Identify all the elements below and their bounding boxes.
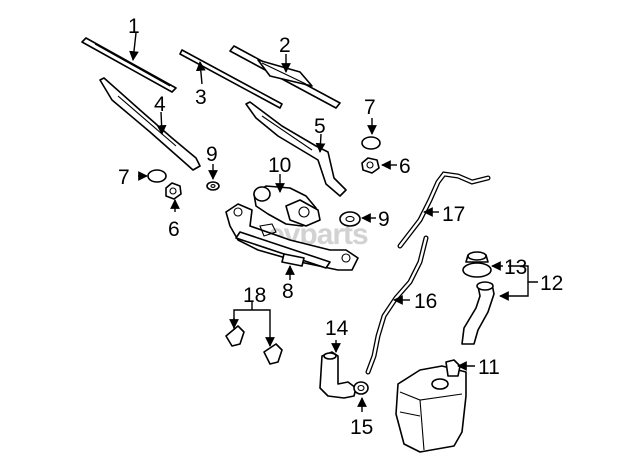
callout-10: 10 <box>268 154 291 177</box>
filler-cap[interactable] <box>462 251 492 278</box>
callout-2: 2 <box>279 34 291 57</box>
callout-13: 13 <box>504 256 527 279</box>
nut-left[interactable] <box>165 182 182 200</box>
callout-7-right: 7 <box>364 96 376 119</box>
filler-neck[interactable] <box>461 281 495 345</box>
callout-9-left: 9 <box>206 143 218 166</box>
callout-7-left: 7 <box>118 166 130 189</box>
callout-11: 11 <box>478 356 500 379</box>
callout-18: 18 <box>243 284 266 307</box>
callout-17: 17 <box>442 203 465 226</box>
washer-hose-long[interactable] <box>365 235 429 375</box>
callout-6-right: 6 <box>399 155 411 178</box>
callout-16: 16 <box>414 290 437 313</box>
callout-14: 14 <box>325 317 349 340</box>
washer-reservoir[interactable] <box>395 359 467 453</box>
callout-4: 4 <box>154 93 166 116</box>
washer-pump[interactable] <box>319 351 357 399</box>
wiper-linkage[interactable] <box>225 203 359 271</box>
callout-8: 8 <box>282 280 294 303</box>
wiper-blade-left[interactable] <box>81 37 177 93</box>
wiper-arm-left[interactable] <box>99 77 201 171</box>
washer-hose-upper[interactable] <box>397 171 491 249</box>
arm-cap-left[interactable] <box>147 169 167 183</box>
washer-right[interactable] <box>339 211 361 227</box>
callout-12: 12 <box>540 272 563 295</box>
callout-15: 15 <box>350 416 373 439</box>
nut-right[interactable] <box>361 157 380 174</box>
leader-lines <box>129 32 538 412</box>
washer-nozzle-left[interactable] <box>225 325 245 347</box>
arm-cap-right[interactable] <box>361 136 381 150</box>
callout-1: 1 <box>128 15 140 38</box>
wiper-motor[interactable] <box>253 185 321 227</box>
callout-3: 3 <box>195 86 207 109</box>
washer-left[interactable] <box>206 181 220 191</box>
wiper-blade-right[interactable] <box>229 45 341 109</box>
washer-nozzle-right[interactable] <box>263 343 283 365</box>
pump-grommet[interactable] <box>353 381 369 395</box>
callout-5: 5 <box>314 115 326 138</box>
wiper-arm-right[interactable] <box>245 101 347 197</box>
callout-6-left: 6 <box>168 218 180 241</box>
callout-9-right: 9 <box>378 208 390 231</box>
